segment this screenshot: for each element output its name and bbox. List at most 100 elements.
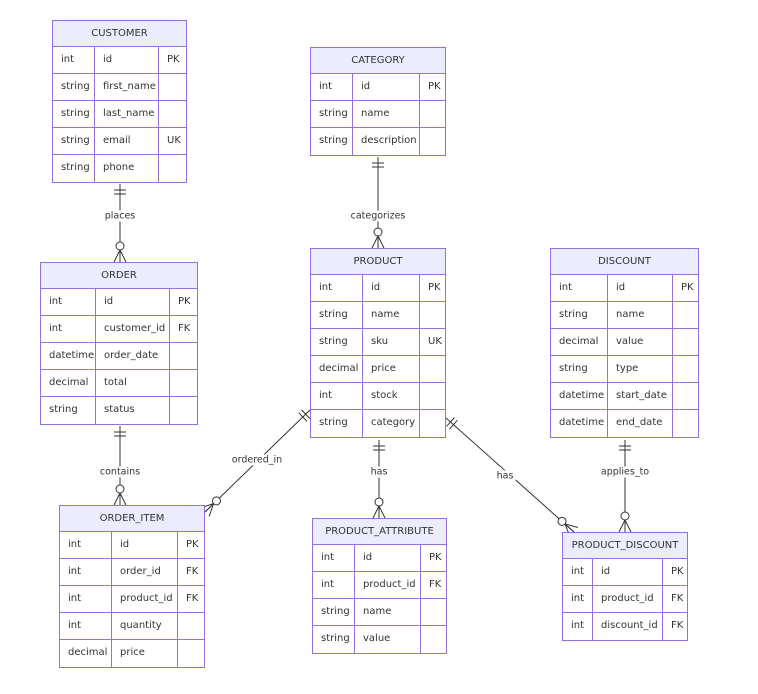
attribute-name: name <box>608 302 673 329</box>
attribute-type: string <box>311 302 363 329</box>
many-cardinality-marker <box>371 235 385 249</box>
attribute-name: email <box>95 128 159 155</box>
entity-title: PRODUCT_DISCOUNT <box>563 533 687 559</box>
attribute-name: order_date <box>96 343 170 370</box>
attribute-name: id <box>95 47 159 74</box>
entity-title: CATEGORY <box>311 48 445 74</box>
attribute-name: value <box>608 329 673 356</box>
attribute-name: category <box>363 410 420 437</box>
attribute-name: id <box>355 545 421 572</box>
attribute-key <box>170 370 197 397</box>
attribute-name: product_id <box>593 586 663 613</box>
attribute-type: int <box>60 532 112 559</box>
entity-title: PRODUCT <box>311 249 445 275</box>
attribute-key: FK <box>170 316 197 343</box>
attribute-type: int <box>60 586 112 613</box>
attribute-name: total <box>96 370 170 397</box>
one-cardinality-marker <box>446 417 455 427</box>
entity-title: ORDER <box>41 263 197 289</box>
many-cardinality-marker <box>618 519 632 533</box>
attribute-name: id <box>608 275 673 302</box>
attribute-name: id <box>593 559 663 586</box>
attribute-type: datetime <box>551 410 608 437</box>
attribute-type: decimal <box>311 356 363 383</box>
relationship-label-contains: contains <box>97 466 143 478</box>
attribute-type: string <box>311 329 363 356</box>
attribute-key <box>421 599 446 626</box>
attribute-name: description <box>353 128 420 155</box>
attribute-key: PK <box>663 559 687 586</box>
attribute-type: int <box>60 613 112 640</box>
attribute-key <box>420 356 445 383</box>
relationship-label-applies-to: applies_to <box>598 466 652 478</box>
many-cardinality-marker <box>374 497 384 507</box>
attribute-type: string <box>313 626 355 653</box>
attribute-type: string <box>53 74 95 101</box>
attribute-name: id <box>112 532 178 559</box>
attribute-type: string <box>313 599 355 626</box>
attribute-name: discount_id <box>593 613 663 640</box>
many-cardinality-marker <box>372 505 386 519</box>
relationship-label-has-disc: has <box>494 470 516 482</box>
attribute-key: UK <box>159 128 186 155</box>
attribute-type: int <box>41 289 96 316</box>
attribute-name: order_id <box>112 559 178 586</box>
attribute-name: sku <box>363 329 420 356</box>
entity-title: PRODUCT_ATTRIBUTE <box>313 519 446 545</box>
attribute-key <box>420 302 445 329</box>
attribute-name: last_name <box>95 101 159 128</box>
attribute-type: string <box>551 302 608 329</box>
attribute-name: type <box>608 356 673 383</box>
attribute-type: int <box>313 545 355 572</box>
many-cardinality-marker <box>373 227 383 237</box>
entity-title: CUSTOMER <box>53 21 186 47</box>
attribute-key <box>420 128 445 155</box>
attribute-name: name <box>363 302 420 329</box>
attribute-key <box>159 74 186 101</box>
attribute-type: string <box>53 101 95 128</box>
many-cardinality-marker <box>211 496 221 506</box>
one-cardinality-marker <box>298 412 308 422</box>
attribute-key <box>420 101 445 128</box>
attribute-key <box>170 397 197 424</box>
attribute-type: int <box>313 572 355 599</box>
attribute-name: id <box>363 275 420 302</box>
attribute-type: int <box>551 275 608 302</box>
attribute-type: string <box>41 397 96 424</box>
attribute-key <box>178 640 204 667</box>
attribute-name: phone <box>95 155 159 182</box>
attribute-key <box>673 410 698 437</box>
attribute-key <box>673 356 698 383</box>
attribute-key <box>421 626 446 653</box>
attribute-key <box>673 302 698 329</box>
